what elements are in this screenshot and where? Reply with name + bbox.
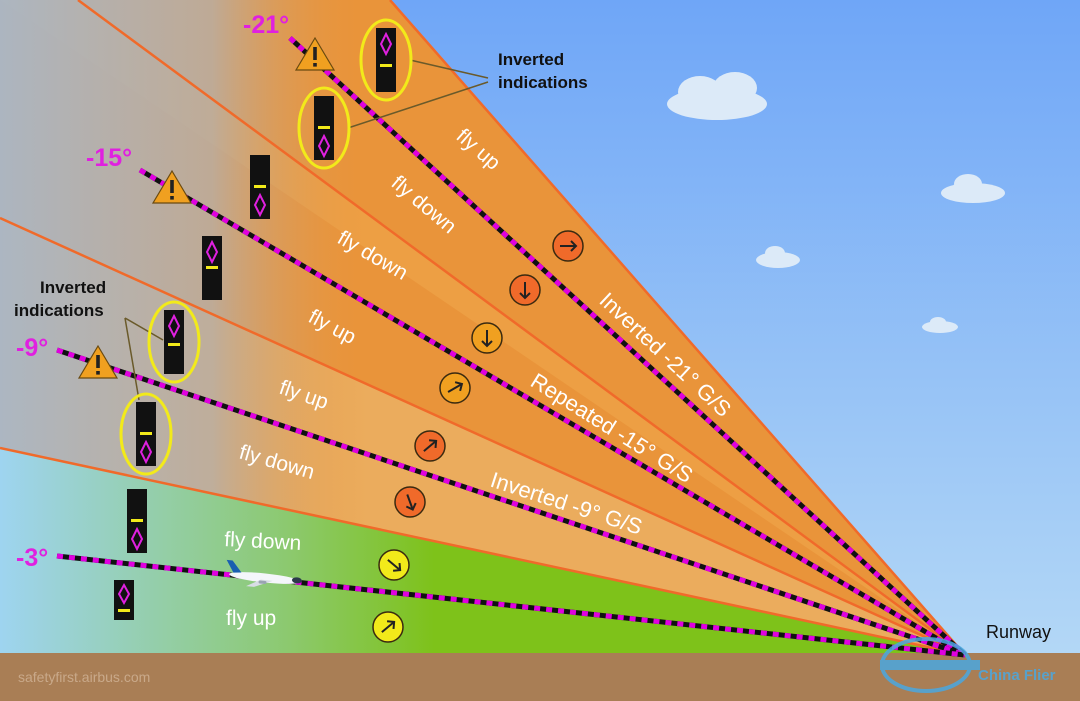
glideslope-indicator-icon — [136, 402, 156, 466]
angle-label: -9° — [16, 334, 48, 362]
glideslope-indicator-icon — [202, 236, 222, 300]
beam-9 — [56, 347, 966, 658]
zone-label: fly up — [226, 607, 276, 630]
direction-arrow-icon — [439, 372, 471, 404]
zone-boundaries — [0, 0, 966, 657]
warning-triangle-icon — [77, 344, 119, 379]
highlight-ring — [297, 86, 351, 170]
zone-label: fly down — [224, 528, 302, 555]
angle-label: -15° — [86, 144, 132, 172]
direction-arrow-icon — [372, 611, 404, 643]
highlight-ring — [119, 392, 173, 476]
cloud-icon — [922, 317, 958, 333]
runway-label: Runway — [986, 622, 1051, 642]
direction-arrow-icon — [378, 549, 410, 581]
highlight-ring — [359, 18, 413, 102]
beam-15 — [138, 167, 967, 658]
direction-arrow-icon — [414, 430, 446, 462]
beam-21 — [288, 36, 967, 657]
callout-text: Inverted — [498, 50, 564, 69]
glideslope-indicator-icon — [314, 96, 334, 160]
direction-arrow-icon — [552, 230, 584, 262]
callout-text: indications — [498, 73, 588, 92]
callout-text: Inverted — [40, 278, 106, 297]
source-credit: safetyfirst.airbus.com — [18, 669, 150, 685]
glideslope-indicator-icon — [250, 155, 270, 219]
arrow-badges — [372, 230, 584, 643]
aircraft-icon — [226, 559, 302, 587]
glideslope-indicator-icon — [164, 310, 184, 374]
warning-triangle-icon — [294, 36, 336, 71]
callout-text: indications — [14, 301, 104, 320]
callout-leaders — [124, 59, 489, 401]
beam-3 — [56, 553, 966, 658]
direction-arrow-icon — [394, 486, 426, 518]
highlight-ring — [147, 300, 201, 384]
glideslope-indicator-icon — [114, 580, 134, 620]
watermark-logo: China Flier — [880, 637, 1056, 693]
cloud-icon — [667, 72, 767, 120]
cloud-icon — [941, 174, 1005, 203]
direction-arrow-icon — [509, 274, 541, 306]
watermark-text: China Flier — [978, 667, 1056, 684]
cloud-icon — [756, 246, 800, 268]
warning-triangle-icon — [151, 169, 193, 204]
angle-label: -3° — [16, 544, 48, 572]
glideslope-indicator-icon — [376, 28, 396, 92]
angle-label: -21° — [243, 11, 289, 39]
direction-arrow-icon — [471, 322, 503, 354]
glideslope-indicator-icon — [127, 489, 147, 553]
